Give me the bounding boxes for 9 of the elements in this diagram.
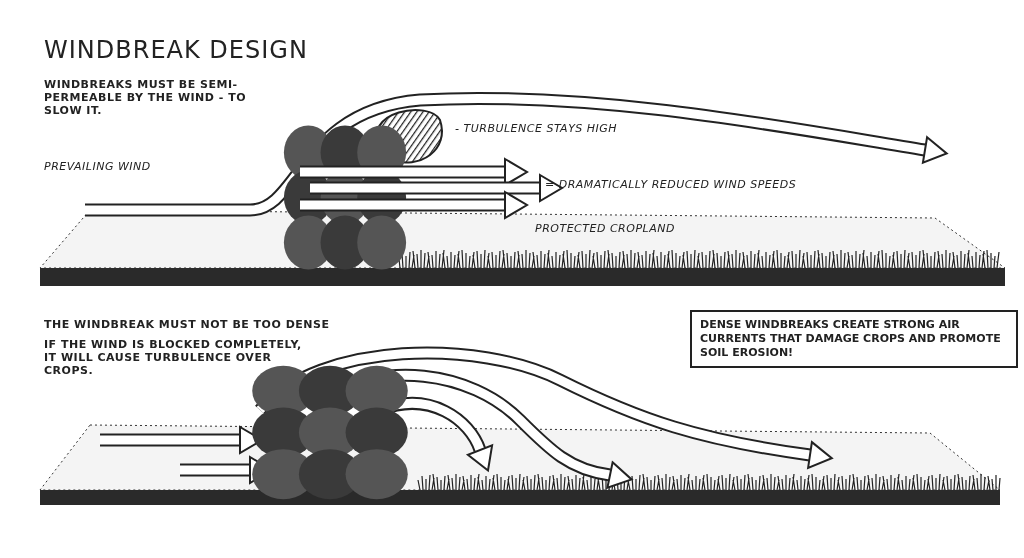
annotation-text: = DRAMATICALLY REDUCED WIND SPEEDS bbox=[545, 178, 797, 191]
annotation-text: - TURBULENCE STAYS HIGH bbox=[455, 122, 618, 135]
annotation-text: PROTECTED CROPLAND bbox=[535, 222, 675, 235]
title: WINDBREAK DESIGN bbox=[44, 36, 308, 64]
heading-text: THE WINDBREAK MUST NOT BE TOO DENSE bbox=[44, 318, 330, 331]
note-text: IF THE WIND IS BLOCKED COMPLETELY, IT WILL CAUSE TURBULENCE OVER CROPS. bbox=[44, 338, 303, 377]
callout-box: DENSE WINDBREAKS CREATE STRONG AIR CURRENTS THAT DAMAGE CROPS AND PROMOTE SOIL EROSION! bbox=[690, 310, 1018, 368]
note-text: WINDBREAKS MUST BE SEMI-PERMEABLE BY THE WIND - TO SLOW IT. bbox=[44, 78, 248, 117]
annotation-text: PREVAILING WIND bbox=[44, 160, 151, 173]
